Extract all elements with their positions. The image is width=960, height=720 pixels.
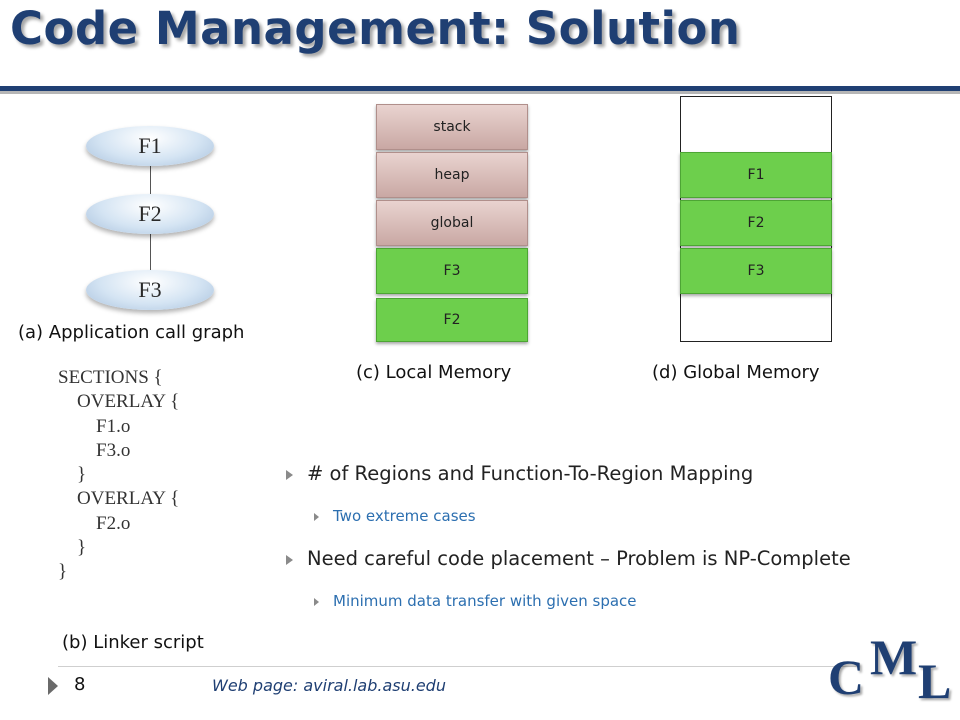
bullet-arrow-icon	[286, 469, 293, 480]
call-node-f2: F2	[86, 194, 214, 234]
local-block-f2: F2	[376, 298, 528, 342]
footer-divider	[58, 666, 858, 667]
local-block-stack: stack	[376, 104, 528, 150]
linker-line: F1.o	[58, 415, 131, 437]
linker-line: }	[58, 561, 68, 583]
bullet-regions: # of Regions and Function-To-Region Mapp…	[286, 462, 753, 485]
local-memory-caption: (c) Local Memory	[356, 362, 512, 383]
local-block-heap: heap	[376, 152, 528, 198]
linker-line: OVERLAY {	[58, 488, 180, 510]
linker-line: }	[58, 537, 87, 559]
global-memory-caption: (d) Global Memory	[652, 362, 820, 383]
bullet-arrow-icon	[314, 597, 319, 606]
title-rule	[0, 86, 960, 91]
bullet-text: Two extreme cases	[333, 507, 476, 525]
webpage-link[interactable]: Web page: aviral.lab.asu.edu	[212, 676, 446, 695]
page-number: 8	[74, 674, 86, 695]
global-block-f1: F1	[680, 152, 832, 198]
linker-line: OVERLAY {	[58, 391, 180, 413]
logo-letter-l: L	[918, 653, 952, 709]
call-edge-f2-f3	[150, 234, 151, 270]
local-block-f3: F3	[376, 248, 528, 294]
logo-letter-c: C	[828, 649, 865, 705]
bullet-text: Need careful code placement – Problem is…	[307, 547, 851, 570]
linker-line: }	[58, 464, 87, 486]
global-block-f2: F2	[680, 200, 832, 246]
local-block-global: global	[376, 200, 528, 246]
linker-line: SECTIONS {	[58, 367, 163, 388]
linker-line: F3.o	[58, 439, 131, 461]
linker-line: F2.o	[58, 512, 131, 534]
bullet-min-transfer: Minimum data transfer with given space	[314, 592, 637, 610]
linker-script: SECTIONS { OVERLAY { F1.o F3.o } OVERLAY…	[58, 366, 179, 585]
bullet-arrow-icon	[314, 512, 319, 521]
logo-letter-m: M	[870, 629, 918, 685]
title-rule-shadow	[0, 91, 960, 94]
call-node-f3: F3	[86, 270, 214, 310]
cml-logo: C M L	[826, 629, 960, 720]
bullet-text: Minimum data transfer with given space	[333, 592, 637, 610]
bullet-code-placement: Need careful code placement – Problem is…	[286, 547, 851, 570]
bullet-extreme-cases: Two extreme cases	[314, 507, 476, 525]
footer-arrow-icon	[48, 677, 58, 695]
call-edge-f1-f2	[150, 166, 151, 194]
call-node-f1: F1	[86, 126, 214, 166]
linker-script-caption: (b) Linker script	[62, 632, 204, 653]
bullet-arrow-icon	[286, 554, 293, 565]
call-graph-caption: (a) Application call graph	[18, 322, 245, 343]
global-block-f3: F3	[680, 248, 832, 294]
slide-title: Code Management: Solution	[10, 2, 741, 55]
bullet-text: # of Regions and Function-To-Region Mapp…	[307, 462, 754, 485]
